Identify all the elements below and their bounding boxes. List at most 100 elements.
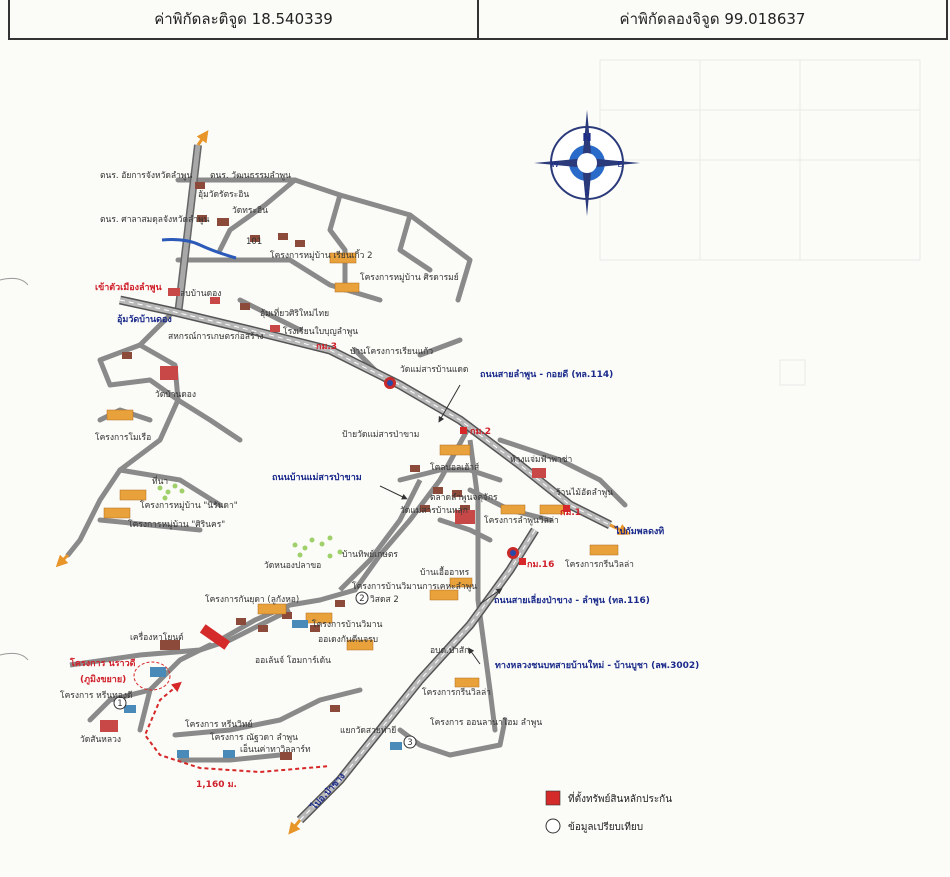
legend-property-swatch [545, 790, 561, 806]
arrow-south [288, 819, 302, 835]
label: ถนนสายลำพูน - กอยดี (ทล.114) [480, 369, 613, 380]
compass-icon: N S E W [534, 110, 640, 216]
km-marker-icon [460, 427, 570, 565]
label: ทางหลวงชนบทสายบ้านใหม่ - บ้านบูชา (ลพ.30… [495, 659, 699, 671]
label: โรงเรียนใบบุญลำพูน [283, 326, 358, 337]
label: ถนนบ้านแม่สารป่าขาม [272, 472, 362, 483]
label: วัดสันหลวง [80, 735, 121, 745]
label: กม.2 [470, 427, 491, 437]
label: วัดแม่สารบ้านแดด [400, 364, 468, 375]
marker-1: 1 [117, 699, 122, 709]
label: โครงการกรีนวิลล่า [422, 687, 491, 698]
label: บ้านโครงการเรียนแก้ว [350, 346, 433, 357]
comparison-markers [113, 591, 417, 749]
highway-116 [296, 527, 539, 824]
subject-circle [133, 661, 171, 691]
label: ถนนสายเลี่ยงป่าขาง - ลำพูน (ทล.116) [494, 593, 650, 606]
label: บ้านเอื้ออาทร [420, 566, 470, 578]
label: โครงการโมเรือ [95, 432, 151, 443]
label: แยกวัดสายท่ายี [340, 725, 396, 736]
label: โครงการ หรีนวิทย์ [185, 719, 253, 730]
compass-e: E [617, 160, 622, 169]
label: โครงการกันยุดา (ลูกังหอ) [205, 594, 299, 605]
label: เข้าตัวเมืองลำพูน [95, 281, 162, 293]
property-marker [199, 624, 231, 650]
arrow-east [609, 523, 631, 535]
label: โครงการบ้านวิมานการเคหะลำพูน [352, 581, 477, 592]
marker-3: 3 [407, 738, 412, 748]
label: ตนร. ศาลาสมดุลจังหวัดลำพูน [100, 215, 210, 225]
river [161, 238, 237, 260]
background-ghost [599, 59, 921, 386]
label: เอ็นนค่าทาวิลลาร์ท [240, 743, 311, 755]
map-labels: ตนร. อัยการจังหวัดลำพูน ตนร. วัฒนธรรมลำพ… [60, 171, 699, 813]
label: เครื่องหาโยนต์ [130, 631, 184, 643]
longitude-cell: ค่าพิกัดลองจิจูด 99.018637 [477, 0, 946, 38]
callout-arrows [379, 384, 503, 665]
marker-2: 2 [359, 594, 364, 604]
building-icons [100, 182, 619, 760]
label: โครงการ หรีนทองดี [60, 690, 133, 701]
label: โครงการ ณัฐวดา ลำพูน [210, 732, 298, 743]
label: วัดแม่สารบ้านหลุก [400, 505, 468, 516]
label: วัดหนองปลาขอ [264, 561, 321, 571]
label: ไปอ.ป่าซาง [308, 770, 348, 813]
label: โครงการลำพูนวิลล่า [484, 515, 559, 526]
legend-compare-swatch [545, 818, 561, 834]
label: วิสดส 2 [370, 595, 399, 605]
label: โครงการ นราวดี [69, 657, 136, 669]
label: โคลบอลเฮ้าส์ [430, 462, 480, 473]
compass-s: S [584, 188, 589, 197]
binder-mark [0, 652, 29, 661]
arrow-southwest [55, 553, 70, 568]
label: วัดทระอิน [232, 206, 268, 216]
label: โครงการหมู่บ้าน "ศิรินคร" [128, 519, 225, 530]
label: ห้างแจ่มฟ้าพาช่า [510, 454, 572, 465]
binder-mark [0, 277, 29, 286]
label: อุ้มวัดบ้านดอง [117, 314, 172, 325]
label: กม.16 [527, 560, 554, 570]
label: ป้ายวัดแม่สารป่าขาม [342, 429, 419, 440]
label: วัดบ้านดอง [155, 389, 196, 400]
label: โครงการบ้านวิมาน [312, 619, 383, 630]
label: โครงการกรีนวิลล่า [565, 559, 634, 570]
gas-station-icon [507, 547, 519, 559]
label: อุ้มเที่ยวศิริใหม่ไทย [260, 307, 329, 319]
label: (ภูมิงขยาย) [80, 674, 126, 685]
route-path [143, 681, 331, 774]
label: ไปกัมพลดงทิ [614, 525, 664, 537]
label: ตนร. อัยการจังหวัดลำพูน [100, 171, 192, 181]
label: สหกรณ์การเกษตรก่อสร้าง [168, 331, 264, 342]
gas-station-icon [384, 377, 396, 389]
label: อุ้มวัดรัตระอิน [198, 189, 249, 200]
legend: ที่ตั้งทรัพย์สินหลักประกัน ข้อมูลเปรียบเ… [545, 790, 672, 834]
label: อบต.ป่าสัก [430, 646, 469, 656]
label: ลบบ้านดอง [180, 288, 221, 299]
label: ตลาดลำพูนจตุจักร [430, 493, 498, 503]
compass-n: N [582, 131, 591, 144]
label: โครงการ ออนลานาโฮม ลำพูน [430, 717, 542, 728]
label: บ้านทิพย์เกษตร [342, 549, 398, 560]
road-west [69, 607, 292, 668]
label: กม.1 [560, 508, 581, 518]
highway-114 [119, 295, 613, 530]
latitude-cell: ค่าพิกัดละติจูด 18.540339 [154, 10, 333, 28]
label: ออเล้นจ์ โฮมการ์เด้น [255, 655, 331, 666]
label: โครงการหมู่บ้าน เรียนเกิ้ว 2 [270, 249, 373, 261]
label: ร้านไม้อัดลำพูน [556, 487, 613, 498]
label: โครงการหมู่บ้าน ศิรดารมย์ [360, 272, 459, 283]
legend-property-label: ที่ตั้งทรัพย์สินหลักประกัน [568, 791, 672, 805]
label: โครงการหมู่บ้าน "นิรันดา" [140, 500, 238, 511]
arterial-north [174, 130, 209, 316]
road-maesarn [338, 439, 481, 600]
label: 101 [246, 237, 262, 247]
legend-compare-label: ข้อมูลเปรียบเทียบ [568, 821, 643, 833]
label: ตนร. วัฒนธรรมลำพูน [210, 171, 291, 181]
coordinate-header: ค่าพิกัดละติจูด 18.540339 ค่าพิกัดลองจิจ… [8, 0, 948, 40]
label: ที่นา [152, 475, 168, 487]
label: ออเดงกันดีนจรบ [318, 634, 378, 645]
compass-w: W [551, 160, 559, 169]
label: กม.3 [316, 342, 337, 352]
label: 1,160 ม. [196, 780, 237, 790]
